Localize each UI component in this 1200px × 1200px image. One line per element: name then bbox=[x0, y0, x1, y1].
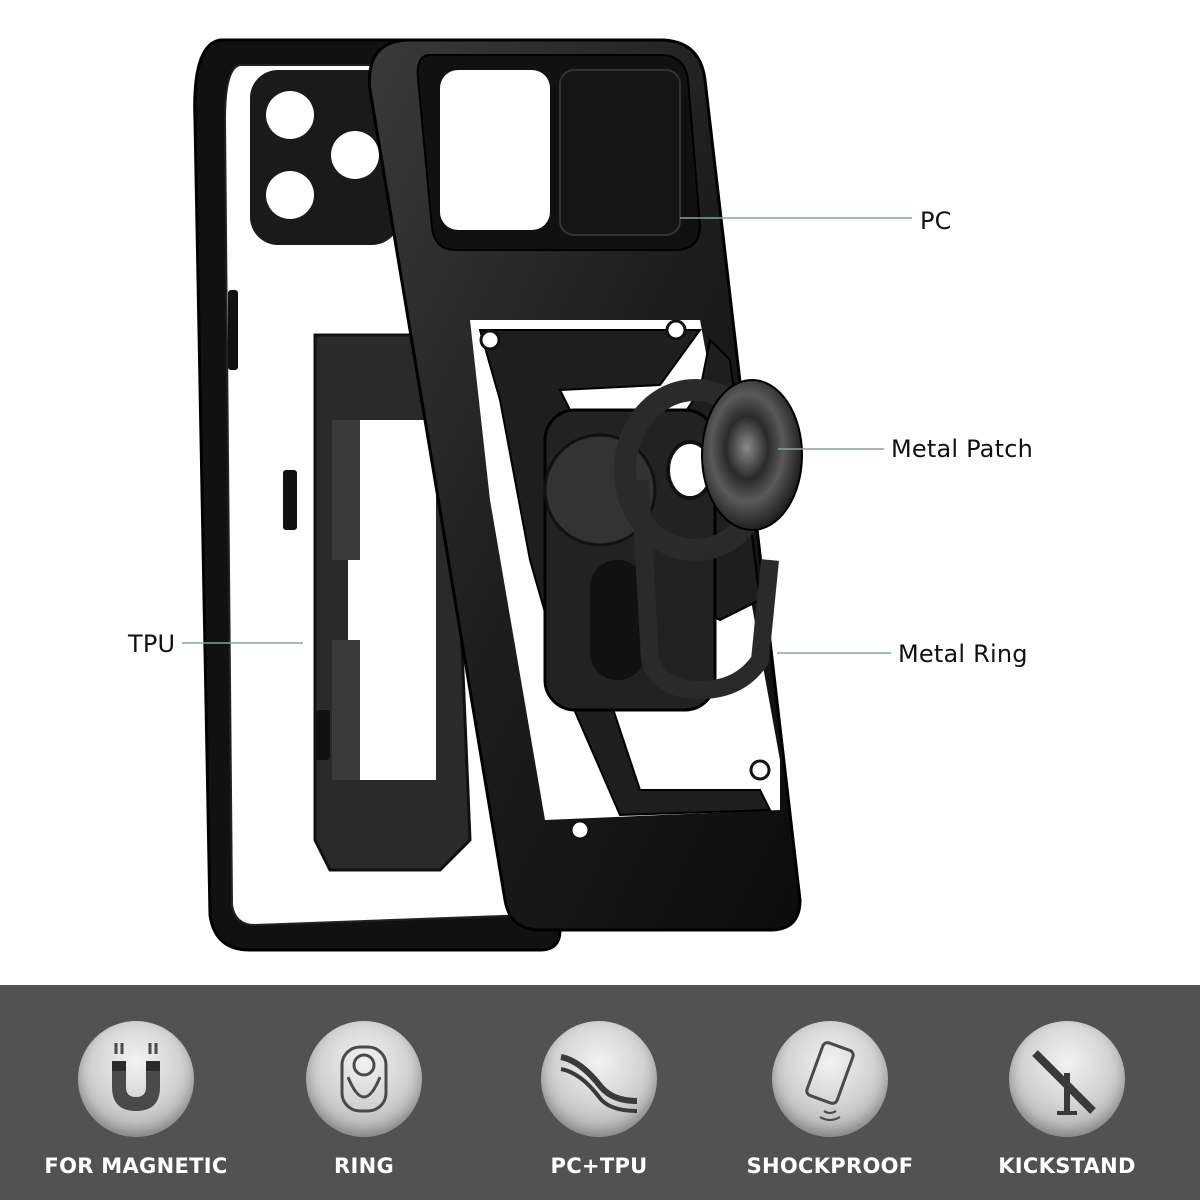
ring-icon bbox=[306, 1021, 422, 1137]
feature-label: FOR MAGNETIC bbox=[44, 1154, 228, 1178]
kickstand-icon bbox=[1009, 1021, 1125, 1137]
callout-tpu: TPU bbox=[128, 630, 176, 658]
feature-label: KICKSTAND bbox=[998, 1154, 1136, 1178]
feature-label: SHOCKPROOF bbox=[746, 1154, 914, 1178]
callout-metal-patch: Metal Patch bbox=[891, 435, 1034, 463]
phone-case-exploded-view bbox=[182, 38, 912, 952]
feature-label: RING bbox=[334, 1154, 394, 1178]
callout-pc: PC bbox=[920, 207, 952, 235]
feature-ring: RING bbox=[254, 985, 474, 1200]
feature-for-magnetic: FOR MAGNETIC bbox=[26, 985, 246, 1200]
callout-metal-ring: Metal Ring bbox=[898, 640, 1028, 668]
pc-tpu-layers-icon bbox=[541, 1021, 657, 1137]
shockproof-phone-icon bbox=[772, 1021, 888, 1137]
metal-patch bbox=[701, 379, 803, 531]
feature-label: PC+TPU bbox=[550, 1154, 648, 1178]
feature-kickstand: KICKSTAND bbox=[957, 985, 1177, 1200]
magnet-icon bbox=[78, 1021, 194, 1137]
callout-leader-lines bbox=[182, 217, 912, 654]
feature-bar: FOR MAGNETIC RING PC+TPU bbox=[0, 985, 1200, 1200]
feature-shockproof: SHOCKPROOF bbox=[720, 985, 940, 1200]
feature-pc-tpu: PC+TPU bbox=[489, 985, 709, 1200]
